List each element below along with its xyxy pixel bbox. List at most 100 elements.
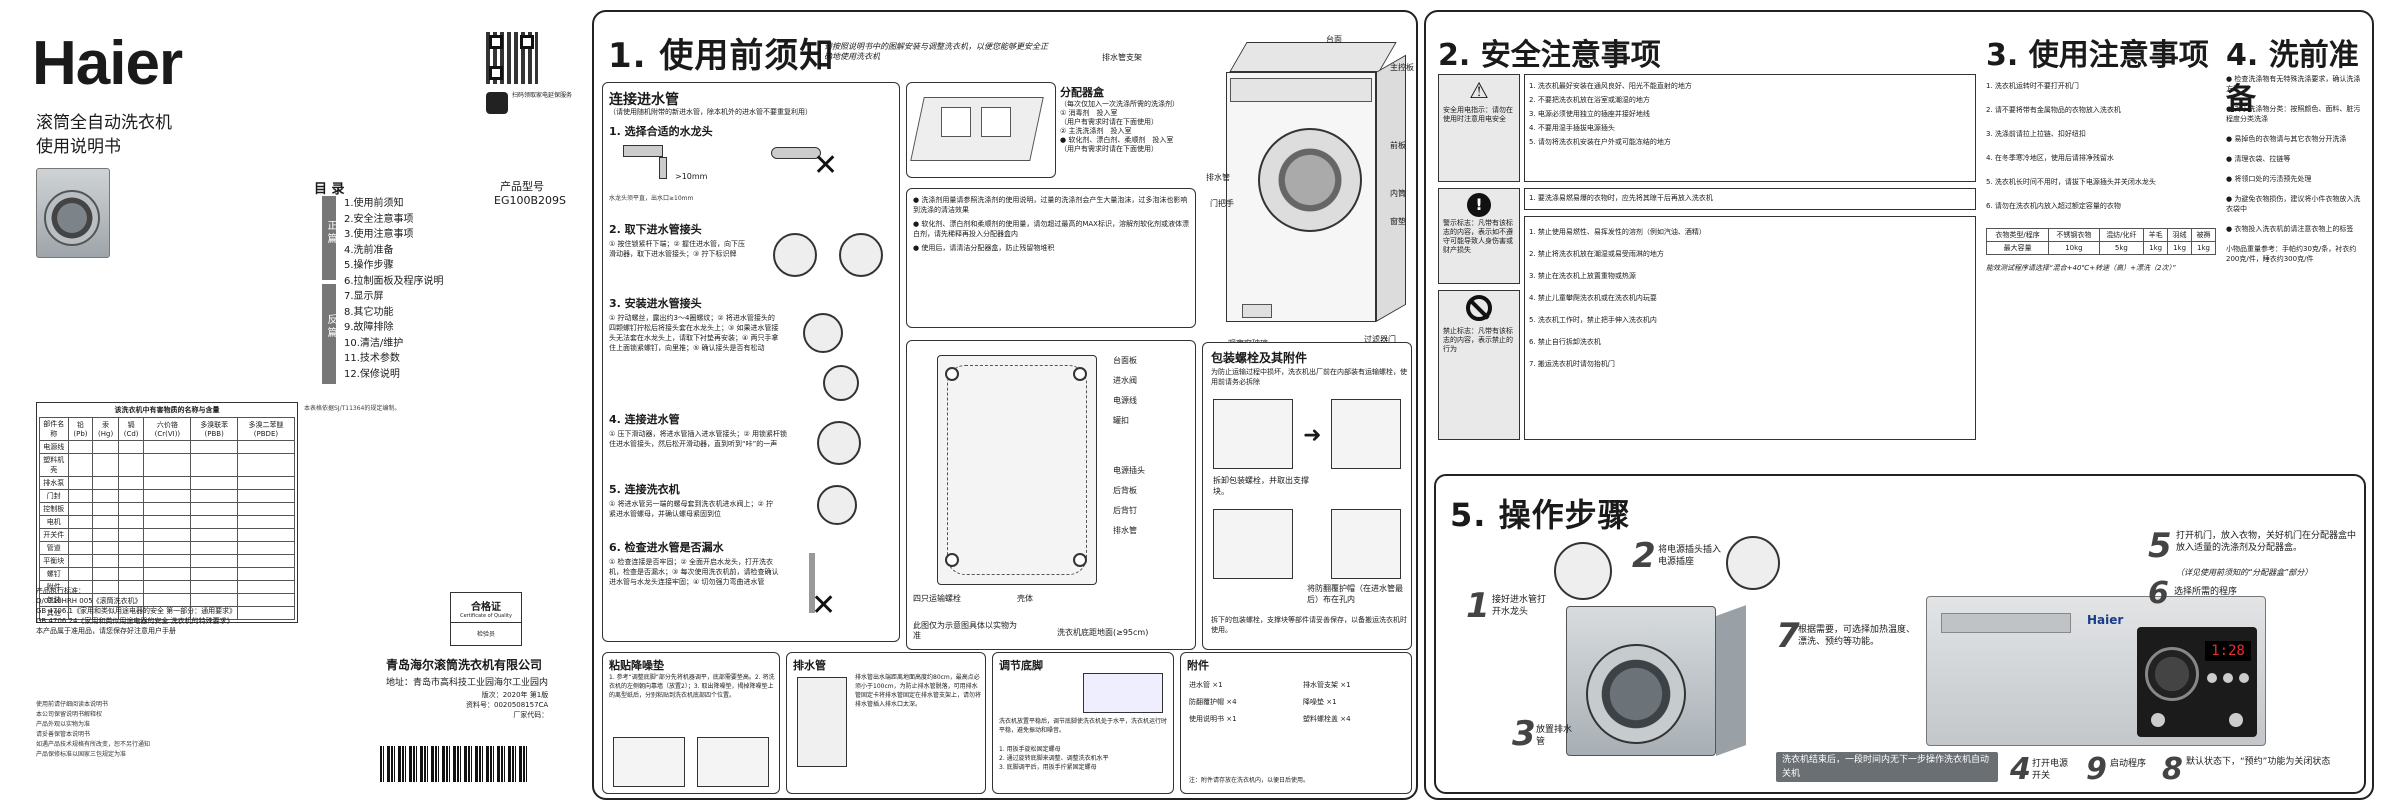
toc-item[interactable]: 10.清洁/维护: [344, 337, 404, 349]
noise-pad-box: 粘贴降噪垫 1. 参考“调整底脚”部分先将机器调平，底部需要垫高。2. 将洗衣机…: [602, 652, 780, 794]
hazard-part: 平衡块: [39, 554, 69, 568]
hazard-part: 管道: [39, 541, 69, 555]
toc-item[interactable]: 12.保修说明: [344, 368, 400, 380]
step-text: 启动程序: [2110, 759, 2147, 769]
step-desc: 水龙头须平直，出水口≥10mm: [609, 195, 694, 202]
level-steps: 1. 用扳手旋松固定螺母 2. 通过旋转底脚来调整、调整洗衣机水平 3. 底脚调…: [999, 746, 1109, 771]
hazard-cell: [67, 567, 94, 581]
hazard-table-box: 该洗衣机中有害物质的名称与含量 部件名称铅(Pb)汞(Hg)镉(Cd)六价铬(C…: [36, 402, 298, 623]
machine-label: 窗垫: [1390, 217, 1406, 226]
hazard-cell: [117, 515, 145, 529]
adjust-feet-box: 调节底脚 洗衣机放置平稳后，调节底脚使洗衣机处于水平，洗衣机运行时平稳，避免振动…: [992, 652, 1174, 794]
hazard-col-header: 多溴二苯醚(PBDE): [236, 417, 296, 441]
power-button[interactable]: [2151, 713, 2165, 727]
toc-item[interactable]: 7.显示屏: [344, 291, 384, 302]
panel-button[interactable]: [2223, 673, 2233, 683]
machine-label: 主控板: [1390, 63, 1414, 72]
drain-title: 排水管: [793, 659, 826, 672]
program-knob[interactable]: [2145, 647, 2199, 701]
capacity-header: 衣物类型/程序: [1985, 228, 2050, 242]
panel-button[interactable]: [2207, 673, 2217, 683]
hazard-row: 塑料机壳: [39, 453, 296, 477]
inlet-title: 连接进水管: [609, 92, 679, 108]
certificate-box: 合格证 Certificate of Quality 检验员: [450, 592, 522, 646]
step-desc: ① 压下滑动器，将进水管插入进水管接头；② 用锁紧杆锁住进水管接头，然后松开滑动…: [609, 430, 788, 448]
hazard-cell: [92, 502, 119, 516]
hazard-cell: [143, 440, 192, 454]
level-text: 洗衣机放置平稳后，调节底脚使洗衣机处于水平，洗衣机运行时平稳，避免振动和噪音。: [999, 718, 1168, 734]
toc-item[interactable]: 1.使用前须知: [344, 198, 404, 209]
machine-label: 排水管支架: [1102, 53, 1142, 62]
step-text: 放置排水管: [1536, 725, 1573, 747]
door-icon: [1586, 644, 1686, 744]
model-label: 产品型号: [500, 180, 544, 193]
capacity-header: 混纺/化纤: [2098, 228, 2145, 242]
footer-notes: 使用前请仔细阅读本说明书 本公司保留说明书解释权 产品外观以实物为准 请妥善保管…: [36, 701, 151, 758]
hazard-cell: [92, 515, 119, 529]
cross-icon: ✕: [813, 148, 839, 183]
tap-icon: [1554, 542, 1612, 600]
hazard-part: 排水泵: [39, 476, 69, 490]
hazard-title: 该洗衣机中有害物质的名称与含量: [114, 406, 220, 414]
hazard-cell: [92, 476, 119, 490]
sticker-text: 1. 参考“调整底脚”部分先将机器调平，底部需要垫高。2. 将洗衣机的左侧朝向靠…: [609, 674, 775, 699]
capacity-cell: 最大容量: [1985, 241, 2050, 255]
pad-illustration-icon: [697, 737, 769, 787]
capacity-header: 羽绒: [2167, 228, 2193, 242]
pack-note: 为防止运输过程中损坏，洗衣机出厂前在内部装有运输螺栓，使用前请务必拆除: [1211, 368, 1407, 386]
qr-label: 扫码领取家电延保服务: [512, 92, 573, 99]
panel-button[interactable]: [2239, 673, 2249, 683]
pack-step: 拆卸包装螺栓，并取出支撑块。: [1213, 476, 1309, 496]
dispenser-drawer-icon: [910, 97, 1044, 161]
control-panel: Haier 1:28: [1926, 596, 2266, 746]
acc-note: 注：附件请存放在洗衣机内，以便日后使用。: [1189, 777, 1310, 784]
cap-insert-icon: [1213, 509, 1293, 579]
machine-label: 内筒: [1390, 189, 1406, 198]
toc-item[interactable]: 4.洗前准备: [344, 244, 394, 256]
hazard-cell: [236, 606, 296, 620]
connector-icon: [817, 485, 857, 525]
toc-item[interactable]: 3.使用注意事项: [344, 229, 414, 240]
hazard-cell: [236, 515, 296, 529]
toc-item[interactable]: 2.安全注意事项: [344, 213, 414, 225]
hazard-part: 电机: [39, 515, 69, 529]
toc-item[interactable]: 6.拉制面板及程序说明: [344, 275, 444, 287]
step-title: 4. 连接进水管: [609, 413, 680, 426]
hazard-cell: [143, 554, 192, 568]
hazard-cell: [92, 453, 119, 477]
toc-item[interactable]: 5.操作步骤: [344, 260, 394, 271]
step-text: 将电源插头插入电源插座: [1658, 545, 1722, 567]
capacity-cell: 1kg: [2143, 241, 2169, 255]
toc-side-b: 反 篇: [322, 284, 336, 384]
plug-icon: [1726, 536, 1780, 590]
hazard-row: 开关件: [39, 528, 296, 542]
drain-diagram-icon: [797, 677, 847, 767]
start-button[interactable]: [2229, 713, 2243, 727]
toc-item[interactable]: 8.其它功能: [344, 306, 394, 318]
capacity-cell: 10kg: [2048, 241, 2100, 255]
acc-title: 附件: [1187, 659, 1209, 672]
hazard-cell: [143, 489, 192, 503]
step-text: 选择所需的程序: [2174, 587, 2238, 597]
hazard-cell: [190, 489, 238, 503]
hazard-cell: [67, 528, 94, 542]
company-name: 青岛海尔滚筒洗衣机有限公司: [386, 658, 543, 672]
hazard-cell: [236, 502, 296, 516]
hazard-cell: [143, 476, 192, 490]
hazard-cell: [92, 489, 119, 503]
toc-item[interactable]: 9.故障排除: [344, 322, 394, 333]
step-desc: ① 拧动螺丝，露出约3～4圈螺纹；② 将进水管接头的四颗螺钉拧松后将接头套在水龙…: [609, 314, 779, 352]
capacity-cell: 5kg: [2098, 241, 2145, 255]
program-panel: 1:28: [2137, 627, 2257, 737]
hazard-row: 其他: [39, 606, 296, 620]
toc-item[interactable]: 11.技术参数: [344, 353, 400, 364]
step-text: 默认状态下，“预约”功能为关闭状态: [2186, 757, 2331, 767]
hazard-row: 管道: [39, 541, 296, 555]
hazard-cell: [117, 541, 145, 555]
hazard-col-header: 六价铬(Cr(VI)): [143, 417, 192, 441]
usage-note: 能效测试程序请选择“混合+40℃+转速（高）+漂洗（2次）”: [1986, 264, 2176, 272]
hazard-cell: [143, 515, 192, 529]
step-title: 1. 选择合适的水龙头: [609, 125, 713, 138]
toc-title: 目 录: [314, 182, 345, 197]
hazard-cell: [117, 502, 145, 516]
